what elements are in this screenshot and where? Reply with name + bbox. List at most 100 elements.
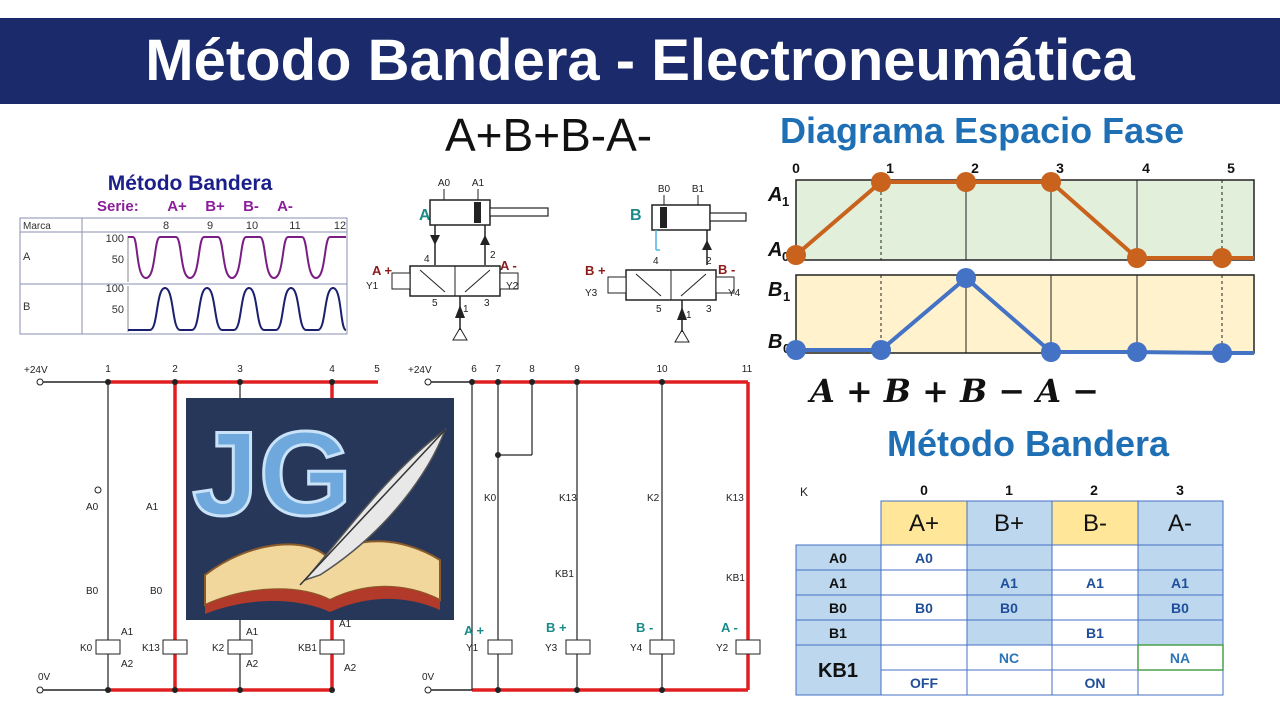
port-label: 1 [686, 310, 692, 321]
serie-step: B+ [205, 198, 225, 215]
coil-pin: A1 [339, 619, 352, 630]
coil-label: Y1 [366, 281, 379, 292]
port-label: 5 [656, 304, 662, 315]
piston-rod [489, 207, 549, 217]
phase-lines [786, 172, 1254, 363]
solenoid-coil [735, 639, 761, 655]
coil-pin: A1 [121, 627, 134, 638]
rung-number: 8 [529, 364, 535, 375]
timing-title: Método Bandera [108, 172, 273, 195]
page-title: Método Bandera - Electroneumática [145, 28, 1135, 93]
a1-label: A [767, 184, 782, 206]
bandera-table: K 0 1 2 3 A+ B+ B- A- A0 A1 B0 B1 KB1 A0… [795, 482, 1224, 696]
y-tick: 100 [106, 283, 124, 295]
cylinder-a-point [871, 172, 891, 192]
step-label: 3 [1056, 160, 1064, 176]
cylinder-a-point [1127, 248, 1147, 268]
coil-label: Y2 [716, 643, 729, 654]
step-number: 8 [163, 220, 169, 232]
y-tick: 50 [112, 304, 124, 316]
relay-coil [95, 639, 121, 655]
column-header: B- [1083, 510, 1107, 537]
a0-sub: 0 [782, 249, 789, 264]
coil-label: Y4 [630, 643, 643, 654]
step-label: 1 [886, 160, 894, 176]
row-label: A1 [829, 575, 847, 591]
coil-label: Y4 [728, 288, 741, 299]
step-label: 0 [792, 160, 800, 176]
relay-coil [227, 639, 253, 655]
port-label: 3 [706, 304, 712, 315]
column-header: A+ [909, 510, 939, 537]
serie-step: A+ [167, 198, 187, 215]
marca-label: Marca [23, 221, 51, 232]
contact-label: KB1 [726, 573, 745, 584]
coil-label: Y3 [545, 643, 558, 654]
column-header: A- [1168, 510, 1192, 537]
table-cell: A1 [1000, 575, 1018, 591]
solenoid-coil [487, 639, 513, 655]
space-phase-title: Diagrama Espacio Fase [780, 110, 1185, 151]
signal-a-trace [128, 236, 346, 280]
serie-step: A- [277, 198, 293, 215]
kb1-cell: ON [1085, 675, 1106, 691]
step-label: 2 [971, 160, 979, 176]
jg-logo: JG [186, 398, 454, 620]
cylinder-b-point [1127, 342, 1147, 362]
sequence-title: A+B+B-A- [445, 109, 653, 161]
cylinder-b-point [871, 340, 891, 360]
signal-b-trace [128, 286, 347, 331]
solenoid-coil [565, 639, 591, 655]
coil-pin: A2 [344, 663, 357, 674]
coil-label: KB1 [298, 643, 317, 654]
cylinder-b-point [1212, 343, 1232, 363]
sensor-label: B1 [692, 184, 705, 195]
relay-coil [319, 639, 345, 655]
coil-pin: A2 [121, 659, 134, 670]
serie-step: B- [243, 198, 259, 215]
supply-label: +24V [24, 365, 48, 376]
table-cell: A1 [1171, 575, 1189, 591]
logo-text: JG [192, 407, 352, 541]
output-label: B - [718, 262, 735, 277]
b1-sub: 1 [783, 289, 790, 304]
output-label: B - [636, 620, 653, 635]
cylinder-b-point [1041, 342, 1061, 362]
coil-label: Y1 [466, 643, 479, 654]
sequence-formula: A + B + B − A − [810, 372, 1099, 410]
port-label: 4 [653, 256, 659, 267]
table-cell: B0 [1000, 600, 1018, 616]
step-number: 10 [246, 220, 258, 232]
a-band [795, 179, 1255, 261]
row-label: A [23, 251, 31, 263]
coil-label: K0 [80, 643, 93, 654]
kb1-cell: NA [1170, 650, 1190, 666]
contact-label: A1 [146, 502, 159, 513]
contact-label: K0 [484, 493, 497, 504]
step-number: 9 [207, 220, 213, 232]
solenoid-coil [649, 639, 675, 655]
table-cell: B1 [1086, 625, 1104, 641]
port-label: 3 [484, 298, 490, 309]
row-label: A0 [829, 550, 847, 566]
table-cell: B0 [1171, 600, 1189, 616]
cylinder-label: A [419, 207, 431, 224]
a1-sub: 1 [782, 194, 789, 209]
coil-label: Y2 [506, 281, 519, 292]
contact-label: K13 [726, 493, 744, 504]
column-header: B+ [994, 510, 1024, 537]
relay-coil [162, 639, 188, 655]
cylinder-a-point [956, 172, 976, 192]
contact-label: A0 [86, 502, 99, 513]
output-label: A - [721, 620, 738, 635]
y-tick: 50 [112, 254, 124, 266]
rung-number: 3 [237, 364, 243, 375]
rung-number: 2 [172, 364, 178, 375]
timing-chart: Método Bandera Serie: A+ B+ B- A- Marca … [19, 172, 348, 335]
rung-number: 10 [656, 364, 668, 375]
kb1-label: KB1 [818, 660, 858, 682]
port-label: 2 [706, 256, 712, 267]
table-cell: A0 [915, 550, 933, 566]
k-value: 2 [1090, 482, 1098, 498]
